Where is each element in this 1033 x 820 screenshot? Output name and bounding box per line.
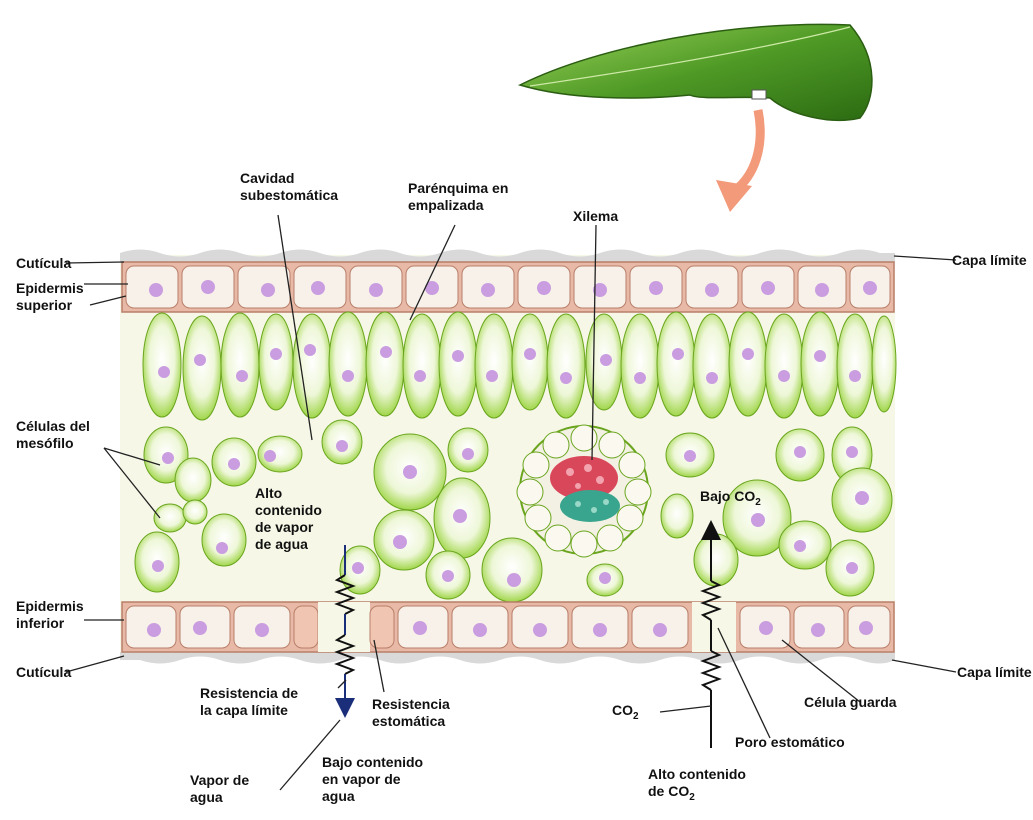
label-co2-input: CO2: [612, 702, 639, 725]
label-cavidad-subestomatica: Cavidad subestomática: [240, 170, 338, 204]
label-alto-vapor-agua: Alto contenido de vapor de agua: [255, 485, 322, 553]
label-resistencia-capa-limite: Resistencia de la capa límite: [200, 685, 298, 719]
label-cuticula-top: Cutícula: [16, 255, 71, 272]
label-capa-limite-top: Capa límite: [952, 252, 1027, 269]
label-vapor-agua: Vapor de agua: [190, 772, 249, 806]
label-xilema: Xilema: [573, 208, 618, 225]
label-poro-estomatico: Poro estomático: [735, 734, 845, 751]
lower-epidermis: [122, 602, 894, 652]
label-capa-limite-bottom: Capa límite: [957, 664, 1032, 681]
label-celula-guarda: Célula guarda: [804, 694, 897, 711]
leaf-illustration: [520, 24, 872, 120]
upper-epidermis: [122, 262, 894, 312]
label-celulas-mesofilo: Células del mesófilo: [16, 418, 90, 452]
label-bajo-contenido-vapor: Bajo contenido en vapor de agua: [322, 754, 423, 805]
boundary-layer-bottom: [120, 652, 895, 664]
label-cuticula-bottom: Cutícula: [16, 664, 71, 681]
label-epidermis-inferior: Epidermis inferior: [16, 598, 84, 632]
label-alto-contenido-co2: Alto contenido de CO2: [648, 766, 746, 806]
label-parenquima-empalizada: Parénquima en empalizada: [408, 180, 508, 214]
label-epidermis-superior: Epidermis superior: [16, 280, 84, 314]
label-bajo-co2: Bajo CO2: [700, 488, 761, 511]
zoom-arrow: [716, 110, 760, 212]
label-resistencia-estomatica: Resistencia estomática: [372, 696, 450, 730]
